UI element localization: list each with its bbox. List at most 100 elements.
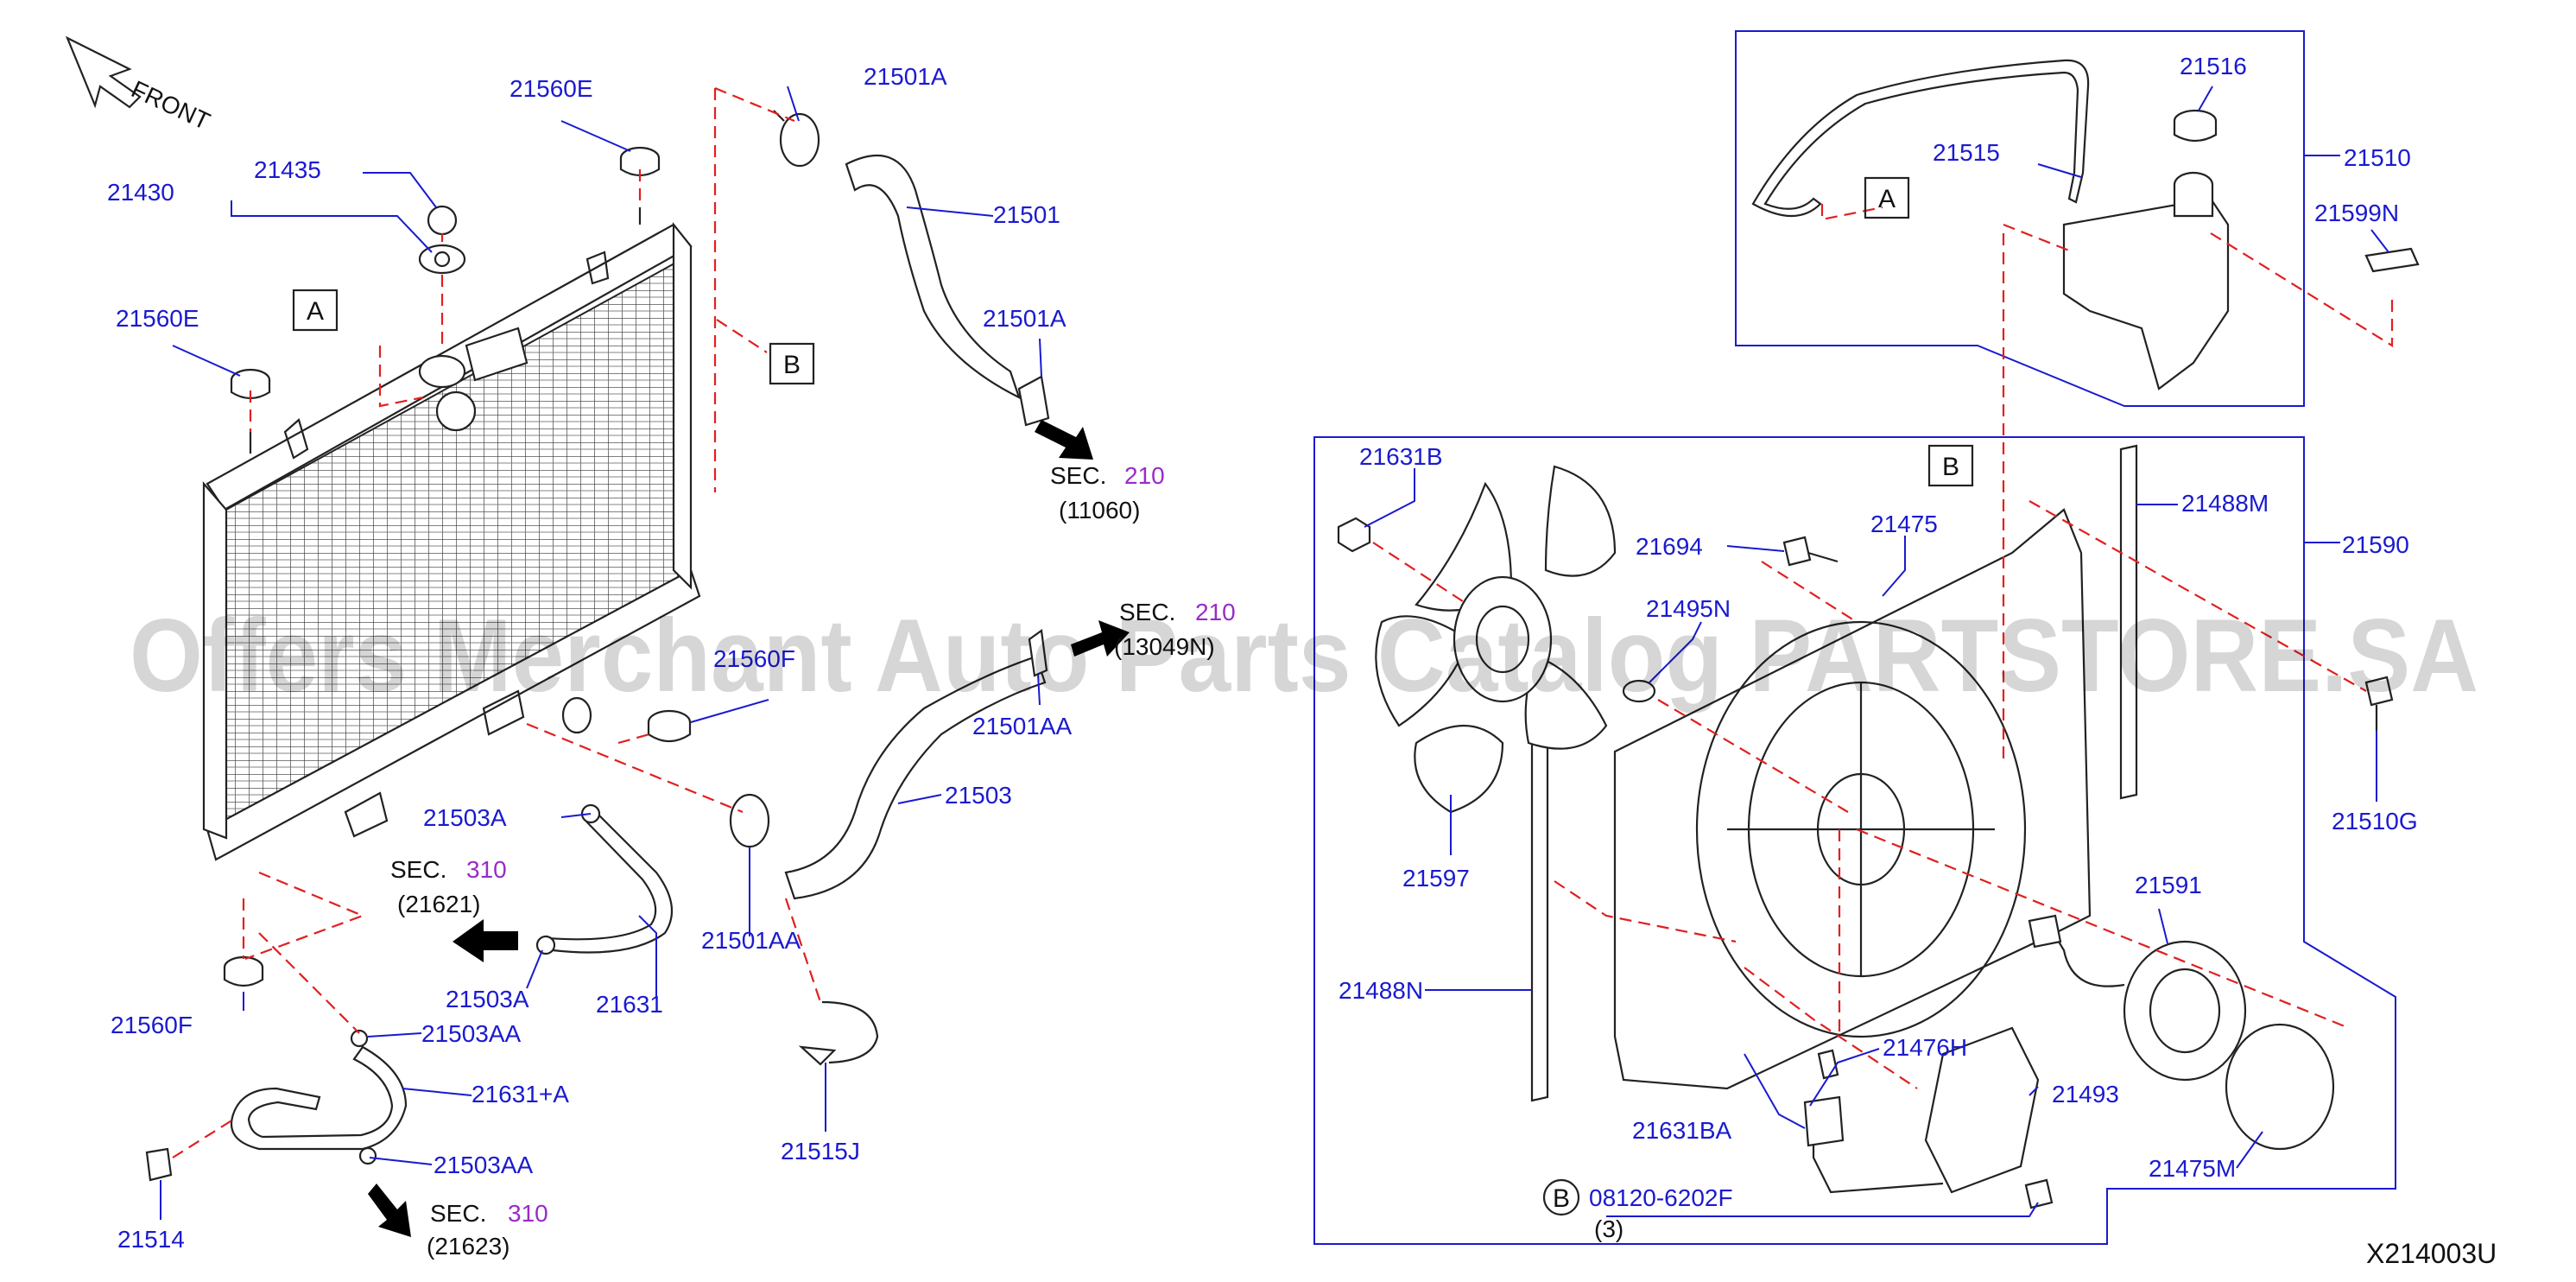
ref-b-right: B (1942, 453, 1959, 481)
sec-label-310-a: SEC. (390, 856, 446, 883)
hose-clamp-21501A-mid (1017, 375, 1050, 427)
bolt-quantity: (3) (1594, 1215, 1623, 1242)
mount-bush-21560F-mid (647, 709, 692, 743)
part-label-21631A: 21631+A (472, 1081, 569, 1107)
sec-number-310-b: 310 (508, 1200, 548, 1227)
part-label-21503A-bot: 21503A (446, 986, 529, 1012)
ref-box-b-mid (769, 342, 815, 385)
hose-21631A (230, 1029, 408, 1165)
fan-shroud-21475 (1613, 508, 2092, 1090)
hose-clamp-21501AA-top (1028, 629, 1048, 677)
reservoir-tank-21510 (2062, 171, 2230, 390)
ref-box-a-left (292, 289, 339, 332)
grommet-21495N (1622, 679, 1656, 703)
front-label: FRONT (127, 75, 214, 135)
sec-sub-13049N: (13049N) (1114, 633, 1215, 660)
part-label-21515: 21515 (1933, 139, 2000, 166)
part-label-21590: 21590 (2342, 531, 2409, 558)
part-label-21503: 21503 (945, 782, 1012, 809)
bolt-21694 (1782, 536, 1839, 567)
upper-hose-21501 (845, 154, 1021, 400)
seal-21488N (1530, 738, 1549, 1102)
hose-clamp-21501AA-bot (729, 793, 770, 848)
part-label-21475: 21475 (1870, 511, 1938, 537)
ref-box-a-right (1864, 176, 1910, 219)
front-arrow-icon (65, 35, 142, 109)
part-label-21694: 21694 (1636, 533, 1703, 560)
clip-21515J (798, 1000, 879, 1066)
sec-label-210-b: SEC. (1119, 599, 1175, 625)
harness-clip-21476H (1817, 1049, 1839, 1080)
motor-cover-21475M (2225, 1023, 2335, 1151)
lower-hose-21503 (784, 655, 1047, 900)
reservoir-callout-box (1735, 30, 2305, 407)
part-label-21475M: 21475M (2149, 1155, 2236, 1182)
part-label-21514: 21514 (117, 1226, 185, 1253)
sec-number-310-a: 310 (466, 856, 507, 883)
part-label-21631BA: 21631BA (1632, 1117, 1732, 1144)
hose-21631 (535, 803, 674, 955)
part-label-21631: 21631 (596, 991, 663, 1018)
part-label-21493: 21493 (2052, 1081, 2119, 1107)
part-label-21560F-mid: 21560F (713, 645, 795, 672)
sec-number-210-b: 210 (1195, 599, 1236, 625)
part-label-21501A-top: 21501A (864, 63, 947, 90)
part-label-21430: 21430 (107, 179, 174, 206)
ref-b-mid: B (783, 351, 801, 379)
watermark-text: Offers Merchant Auto Parts Catalog PARTS… (130, 598, 2478, 714)
label-plate-21599N (2364, 247, 2420, 273)
part-label-21599N: 21599N (2314, 200, 2399, 226)
part-label-21503AA-top: 21503AA (421, 1020, 522, 1047)
clip-21514 (145, 1147, 173, 1182)
part-label-21501AA-top: 21501AA (972, 713, 1073, 739)
ref-b-bolt: B (1553, 1184, 1570, 1213)
radiator-21460 (202, 221, 701, 861)
sec-sub-21621: (21621) (397, 891, 481, 917)
part-label-21435: 21435 (254, 156, 321, 183)
dashed-guide-lines (172, 86, 2394, 1158)
part-label-21501: 21501 (993, 201, 1060, 228)
part-label-21503A-top: 21503A (423, 804, 507, 831)
ref-box-b-right (1927, 444, 1974, 487)
part-label-21476H: 21476H (1883, 1034, 1967, 1061)
part-label-21501AA-bot: 21501AA (701, 927, 801, 954)
nut-21631B (1337, 517, 1371, 553)
leader-lines (160, 86, 2389, 1220)
diagram-code: X214003U (2366, 1238, 2497, 1269)
part-label-21631B: 21631B (1359, 443, 1443, 470)
sec-number-210-a: 210 (1124, 462, 1165, 489)
fan-callout-box (1313, 436, 2396, 1245)
seal-21488M (2119, 444, 2138, 800)
fan-blade-21597 (1375, 465, 1617, 814)
ref-a-right: A (1878, 185, 1896, 213)
part-label-21510: 21510 (2344, 144, 2411, 171)
mount-bush-21560F-left (223, 955, 264, 987)
sec-sub-11060: (11060) (1059, 497, 1140, 524)
resistor-21493 (1803, 1026, 2054, 1209)
sec-arrow-icon (368, 420, 1130, 1237)
part-label-21515J: 21515J (781, 1138, 860, 1165)
part-label-21560F-left: 21560F (111, 1012, 193, 1038)
ref-a-left: A (307, 297, 324, 326)
ref-circle-b-bolt (1542, 1178, 1580, 1216)
bolt-part-number: 08120-6202F (1589, 1184, 1733, 1211)
part-label-21597: 21597 (1402, 865, 1470, 892)
part-label-21560E-left: 21560E (116, 305, 199, 332)
mount-bush-21560E-top (619, 146, 661, 225)
sec-label-210-a: SEC. (1050, 462, 1106, 489)
part-label-21495N: 21495N (1646, 595, 1731, 622)
bolt-21510G (2364, 676, 2394, 731)
mount-bush-21560E-left (230, 368, 271, 454)
part-label-21503AA-bot: 21503AA (434, 1152, 534, 1178)
sec-sub-21623: (21623) (427, 1233, 510, 1260)
fan-motor-21591 (2028, 914, 2247, 1082)
part-label-21591: 21591 (2135, 872, 2202, 898)
part-label-21560E-top: 21560E (510, 75, 593, 102)
reservoir-cap-21516 (2173, 109, 2218, 143)
reservoir-hose-21515 (1751, 59, 2090, 218)
part-label-21488M: 21488M (2181, 490, 2269, 517)
hose-clamp-21501A-top (773, 110, 820, 168)
part-label-21501A-mid: 21501A (983, 305, 1066, 332)
sec-label-310-b: SEC. (430, 1200, 486, 1227)
